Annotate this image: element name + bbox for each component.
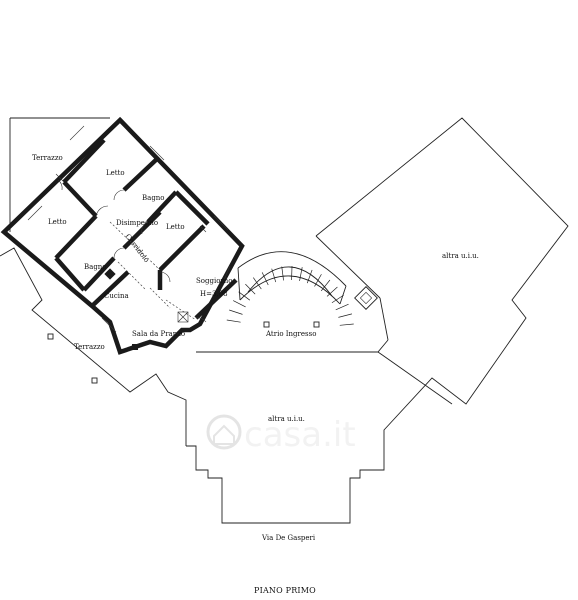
room-label-atrio-ingresso: Atrio Ingresso — [265, 330, 316, 338]
stair-tread — [261, 272, 269, 286]
room-label-bagno-mid: Bagno — [84, 263, 107, 271]
shaft-symbol — [354, 286, 378, 310]
stair-tread — [335, 303, 349, 311]
windows — [27, 125, 231, 333]
stair-tread — [338, 313, 353, 318]
stair-tread — [326, 286, 338, 297]
room-label-letto-right: Letto — [166, 223, 185, 231]
room-label-soggiorno: Soggiorno — [196, 277, 233, 285]
stair-tread — [253, 277, 262, 290]
plan-title: PIANO PRIMO — [254, 586, 316, 595]
room-label-letto-top: Letto — [106, 169, 125, 177]
stair-tread — [238, 291, 251, 301]
room-label-terrazzo-bottom: Terrazzo — [74, 343, 105, 351]
room-label-letto-left: Letto — [48, 218, 67, 226]
stair-tread — [339, 323, 354, 326]
stair-tread — [245, 283, 256, 295]
room-label-sala-da-pranzo: Sala da Pranzo — [132, 330, 185, 338]
watermark: casa.it — [206, 414, 356, 455]
building-outline — [0, 117, 569, 524]
stair-tread — [306, 269, 313, 284]
stair-tread — [226, 319, 241, 323]
stair-tread — [233, 300, 246, 308]
watermark-text: casa.it — [244, 415, 356, 455]
room-label-altra-uiu-bottom: altra u.i.u. — [268, 415, 305, 423]
stair-tread — [299, 267, 303, 281]
stair-tread — [229, 309, 243, 315]
stair-tread — [331, 294, 344, 304]
doors — [57, 179, 207, 323]
corridor-details — [109, 221, 197, 323]
stair-tread — [314, 274, 322, 287]
room-label-altra-uiu-right: altra u.i.u. — [442, 252, 479, 260]
stair-tread — [271, 268, 277, 283]
room-label-bagno-top: Bagno — [142, 194, 165, 202]
room-label-soggiorno-height: H=3,08 — [200, 290, 228, 298]
drain-symbol — [47, 333, 54, 340]
street-label: Via De Gasperi — [261, 534, 316, 542]
room-label-cucina: Cucina — [104, 292, 129, 300]
drain-symbol — [91, 377, 98, 384]
room-label-disimpegno: Disimpegno — [116, 219, 158, 227]
stair-tread — [320, 279, 331, 292]
pillar-marker — [313, 321, 320, 328]
staircase — [226, 251, 354, 326]
stair-tread — [281, 266, 284, 281]
pillar-marker — [263, 321, 270, 328]
room-label-terrazzo-top: Terrazzo — [32, 154, 63, 162]
